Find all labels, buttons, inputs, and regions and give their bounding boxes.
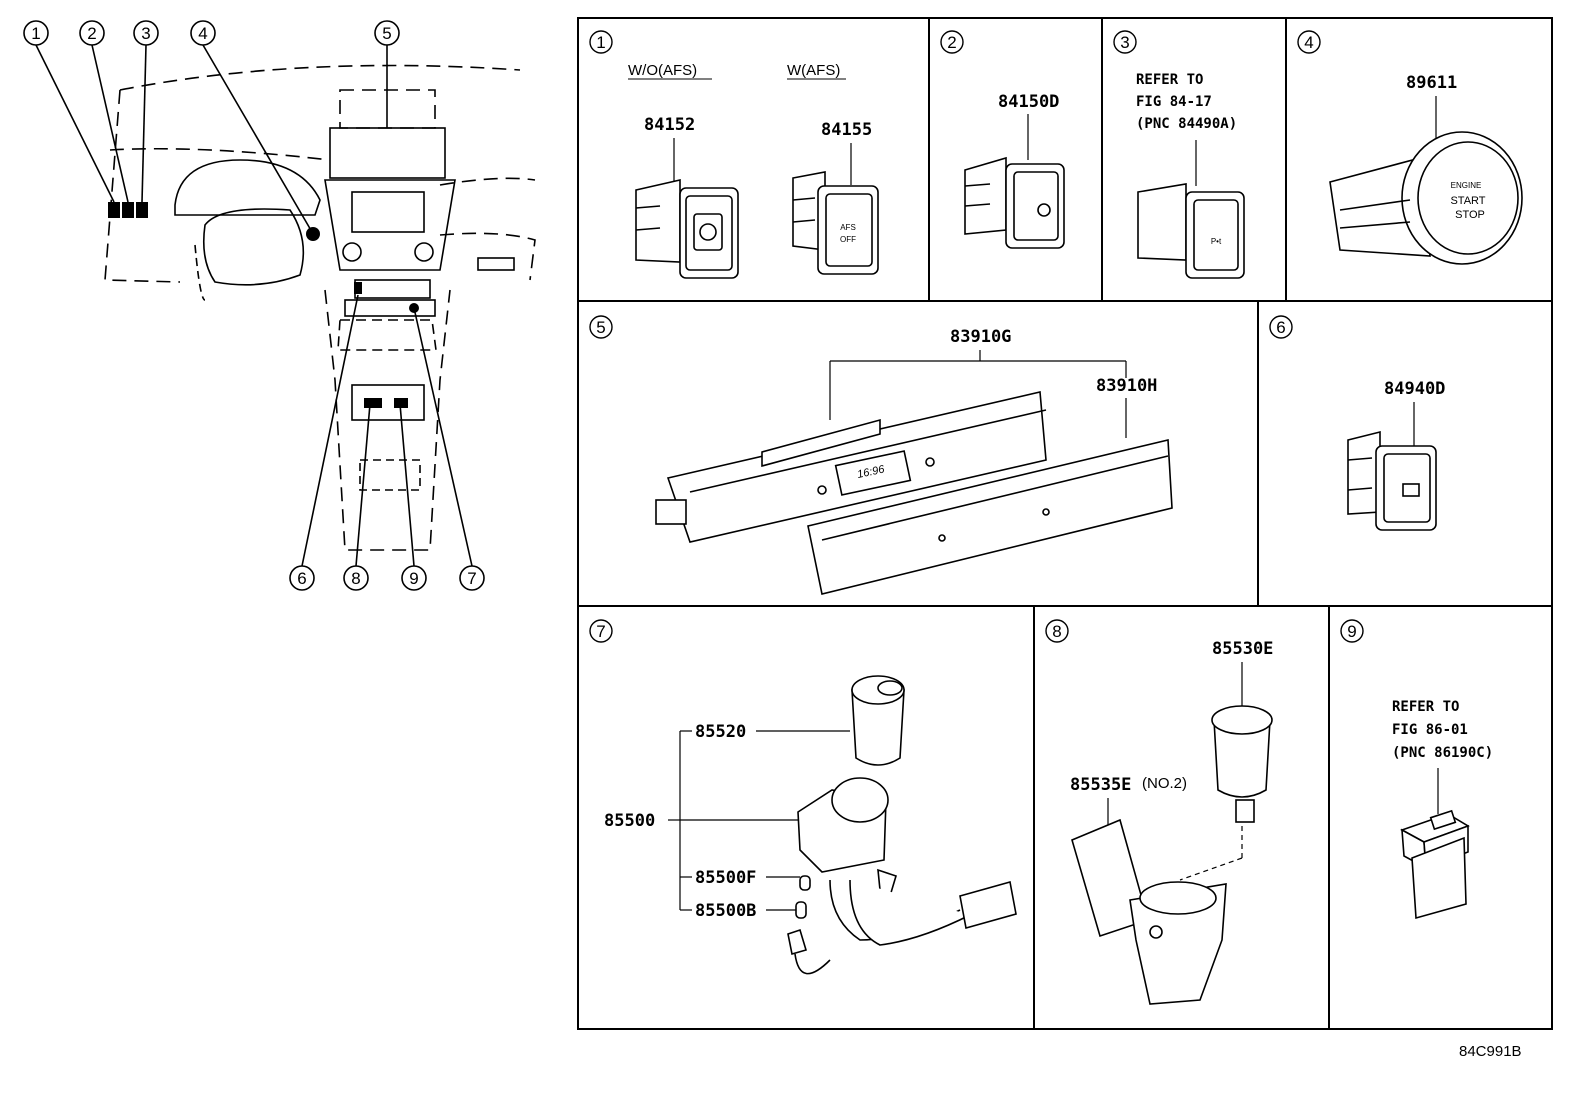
- svg-text:6: 6: [297, 569, 306, 588]
- switch-84152-drawing: [635, 178, 739, 279]
- part-84155: 84155: [821, 120, 872, 140]
- overview-switch-markers: [108, 202, 419, 408]
- panel-6: 6 84940D: [1269, 315, 1445, 531]
- panel-8: 8 85530E 85535E (NO.2): [1045, 619, 1273, 1005]
- panel-4: 4 89611 ENGINE START STOP: [1297, 30, 1523, 265]
- dashboard-overview: 1 2 3 4 5 6 8 9 7: [23, 20, 536, 591]
- overview-callout-9: 9: [401, 565, 427, 591]
- overview-callout-8: 8: [343, 565, 369, 591]
- svg-text:5: 5: [596, 318, 605, 337]
- svg-text:START: START: [1450, 195, 1485, 207]
- part-85530E: 85530E: [1212, 639, 1273, 659]
- svg-text:AFS: AFS: [840, 223, 856, 232]
- svg-text:7: 7: [596, 622, 605, 641]
- overview-callout-1: 1: [23, 20, 49, 46]
- part-85500F: 85500F: [695, 868, 756, 888]
- svg-text:9: 9: [1347, 622, 1356, 641]
- part-83910H: 83910H: [1096, 376, 1157, 396]
- switch-84940D-drawing: [1347, 430, 1437, 531]
- part-84150D: 84150D: [998, 92, 1059, 112]
- part-85520: 85520: [695, 722, 746, 742]
- power-outlet-85535E-drawing: [1071, 818, 1227, 1005]
- overview-callout-6: 6: [289, 565, 315, 591]
- svg-text:2: 2: [87, 24, 96, 43]
- switch-84150D-drawing: [964, 156, 1065, 249]
- overview-callout-4: 4: [190, 20, 216, 46]
- part-85535E-note: (NO.2): [1142, 775, 1187, 792]
- svg-text:1: 1: [31, 24, 40, 43]
- panel-7: 7 85520 85500 85500F 85500B: [589, 619, 1017, 975]
- svg-text:3: 3: [1120, 33, 1129, 52]
- refer-to-fig-86-01-line-2: FIG 86-01: [1392, 722, 1468, 738]
- part-89611: 89611: [1406, 73, 1457, 93]
- switch-ref-86190C-drawing: [1400, 809, 1470, 920]
- panel-3: 3 REFER TO FIG 84-17 (PNC 84490A) P•t: [1113, 30, 1245, 279]
- part-83910G: 83910G: [950, 327, 1011, 347]
- refer-to-fig-86-01-line-1: REFER TO: [1392, 699, 1459, 715]
- overview-callout-3: 3: [133, 20, 159, 46]
- panel-9: 9 REFER TO FIG 86-01 (PNC 86190C): [1340, 619, 1493, 920]
- panel-1: 1 W/O(AFS) W(AFS) 84152 84155 AFS OFF: [589, 30, 879, 279]
- svg-text:6: 6: [1276, 318, 1285, 337]
- label-wo-afs: W/O(AFS): [628, 62, 697, 79]
- svg-text:3: 3: [141, 24, 150, 43]
- part-84940D: 84940D: [1384, 379, 1445, 399]
- svg-text:P•t: P•t: [1211, 237, 1222, 246]
- label-w-afs: W(AFS): [787, 62, 840, 79]
- climate-panel-83910H-drawing: [807, 439, 1173, 595]
- switch-ref-84490A-drawing: [1137, 183, 1245, 279]
- part-84152: 84152: [644, 115, 695, 135]
- part-85500B: 85500B: [695, 901, 756, 921]
- svg-text:4: 4: [1304, 33, 1313, 52]
- svg-text:5: 5: [382, 24, 391, 43]
- panel-2: 2 84150D: [940, 30, 1065, 249]
- part-85535E: 85535E: [1070, 775, 1131, 795]
- climate-panel-83910G-drawing: [655, 391, 1047, 543]
- svg-text:8: 8: [1052, 622, 1061, 641]
- refer-to-line-1: REFER TO: [1136, 72, 1203, 88]
- refer-to-line-3: (PNC 84490A): [1136, 116, 1237, 132]
- overview-callout-5: 5: [374, 20, 400, 46]
- svg-text:16:96: 16:96: [856, 463, 886, 481]
- panel-grid: [577, 17, 1553, 1030]
- refer-to-line-2: FIG 84-17: [1136, 94, 1212, 110]
- svg-text:2: 2: [947, 33, 956, 52]
- svg-text:9: 9: [409, 569, 418, 588]
- switch-84155-drawing: [792, 171, 879, 275]
- figure-code: 84C991B: [1459, 1043, 1522, 1060]
- start-stop-button-drawing: [1329, 131, 1523, 265]
- svg-text:7: 7: [467, 569, 476, 588]
- svg-text:8: 8: [351, 569, 360, 588]
- cigarette-lighter-drawing: [787, 675, 1017, 975]
- svg-text:4: 4: [198, 24, 207, 43]
- panel-5: 5 83910G 83910H 16:96: [589, 315, 1173, 595]
- svg-text:STOP: STOP: [1455, 209, 1485, 221]
- part-85500: 85500: [604, 811, 655, 831]
- refer-to-fig-86-01-line-3: (PNC 86190C): [1392, 745, 1493, 761]
- overview-callout-7: 7: [459, 565, 485, 591]
- svg-text:OFF: OFF: [840, 235, 856, 244]
- svg-text:ENGINE: ENGINE: [1451, 181, 1482, 190]
- overview-callout-2: 2: [79, 20, 105, 46]
- svg-text:1: 1: [596, 33, 605, 52]
- power-outlet-85530E-drawing: [1211, 705, 1273, 823]
